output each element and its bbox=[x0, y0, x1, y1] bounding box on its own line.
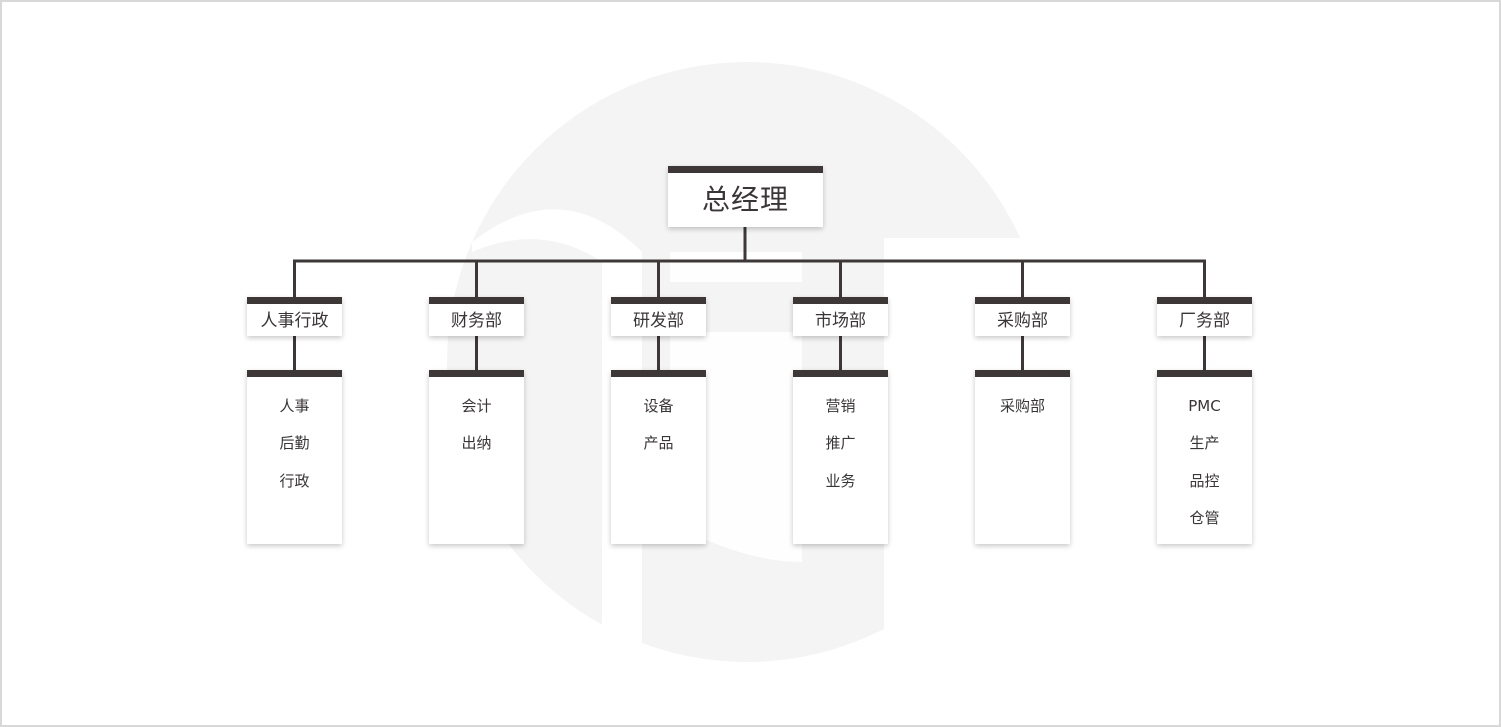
sub-item: 品控 bbox=[1189, 471, 1220, 490]
dept-node-purchasing: 采购部 bbox=[975, 297, 1070, 336]
sub-item-list: 营销 推广 业务 bbox=[793, 394, 888, 506]
dept-node-factory: 厂务部 bbox=[1157, 297, 1252, 336]
sub-item: 推广 bbox=[825, 434, 856, 453]
sub-node-factory: PMC 生产 品控 仓管 bbox=[1157, 370, 1252, 544]
sub-item: 人事 bbox=[279, 397, 310, 415]
sub-node-hr-admin: 人事 后勤 行政 bbox=[247, 370, 342, 544]
sub-item: 后勤 bbox=[279, 434, 310, 453]
sub-item: 业务 bbox=[825, 471, 856, 490]
sub-node-top-bar bbox=[793, 370, 888, 377]
dept-node-label: 人事行政 bbox=[260, 311, 329, 331]
sub-item-list: 人事 后勤 行政 bbox=[247, 394, 342, 506]
sub-item: 设备 bbox=[643, 397, 674, 415]
sub-node-top-bar bbox=[611, 370, 706, 377]
sub-item: PMC bbox=[1188, 397, 1221, 415]
dept-node-top-bar bbox=[429, 297, 524, 304]
sub-item: 仓管 bbox=[1189, 508, 1220, 527]
sub-item: 会计 bbox=[461, 397, 492, 415]
root-node-label: 总经理 bbox=[701, 183, 789, 216]
dept-node-top-bar bbox=[247, 297, 342, 304]
dept-node-label: 采购部 bbox=[997, 311, 1048, 331]
sub-item-list: 采购部 bbox=[975, 394, 1070, 431]
dept-node-marketing: 市场部 bbox=[793, 297, 888, 336]
sub-item: 生产 bbox=[1189, 434, 1220, 453]
sub-node-finance: 会计 出纳 bbox=[429, 370, 524, 544]
sub-item: 采购部 bbox=[999, 397, 1045, 415]
dept-node-label: 厂务部 bbox=[1179, 311, 1230, 331]
dept-node-hr-admin: 人事行政 bbox=[247, 297, 342, 336]
dept-node-label: 研发部 bbox=[633, 311, 684, 331]
sub-item: 行政 bbox=[279, 471, 310, 490]
dept-node-rnd: 研发部 bbox=[611, 297, 706, 336]
sub-node-top-bar bbox=[1157, 370, 1252, 377]
sub-item: 营销 bbox=[825, 397, 856, 415]
dept-node-top-bar bbox=[975, 297, 1070, 304]
sub-item: 出纳 bbox=[461, 434, 492, 453]
sub-node-marketing: 营销 推广 业务 bbox=[793, 370, 888, 544]
dept-node-label: 市场部 bbox=[815, 311, 866, 331]
sub-node-top-bar bbox=[975, 370, 1070, 377]
dept-node-top-bar bbox=[611, 297, 706, 304]
sub-item-list: 设备 产品 bbox=[611, 394, 706, 469]
sub-node-top-bar bbox=[247, 370, 342, 377]
sub-item-list: PMC 生产 品控 仓管 bbox=[1157, 394, 1252, 543]
root-node-top-bar bbox=[668, 166, 823, 173]
sub-node-top-bar bbox=[429, 370, 524, 377]
dept-node-top-bar bbox=[1157, 297, 1252, 304]
dept-node-finance: 财务部 bbox=[429, 297, 524, 336]
sub-node-purchasing: 采购部 bbox=[975, 370, 1070, 544]
dept-node-top-bar bbox=[793, 297, 888, 304]
dept-node-label: 财务部 bbox=[451, 311, 502, 331]
sub-item-list: 会计 出纳 bbox=[429, 394, 524, 469]
root-node-general-manager: 总经理 bbox=[668, 166, 823, 227]
sub-item: 产品 bbox=[643, 434, 674, 453]
sub-node-rnd: 设备 产品 bbox=[611, 370, 706, 544]
